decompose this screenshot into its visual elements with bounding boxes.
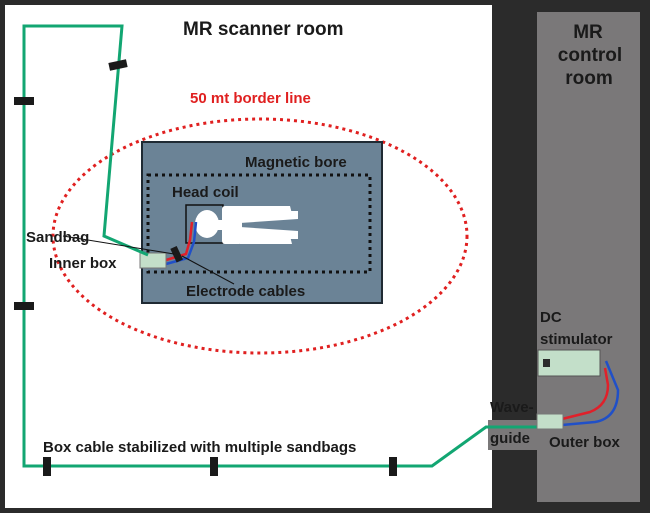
border-line-label: 50 mt border line [190,90,311,107]
control-room-label-1: MR [573,22,603,43]
sandbag-leader [62,235,175,255]
dc-stimulator-label-1: DC [540,309,562,326]
cable-sandbag [14,302,34,310]
electrode-sandbag [170,245,184,263]
outer-box-label: Outer box [549,434,620,451]
electrode-cables-label: Electrode cables [186,283,305,300]
magnetic-bore-block [141,141,383,304]
stimulator-wire-red [561,367,610,421]
outer-box [536,413,564,430]
scanner-room-label: MR scanner room [183,19,343,40]
dc-stimulator-label-2: stimulator [540,331,613,348]
waveguide-label-1: Wave- [490,399,534,416]
bore-tunnel [146,173,372,274]
control-room-label-3: room [565,68,613,89]
head-coil-label: Head coil [172,184,239,201]
cable-sandbag [108,59,128,71]
sandbag-label: Sandbag [26,229,89,246]
box-cable [22,24,537,468]
inner-box-label: Inner box [49,255,117,272]
electrode-cables-leader [181,255,235,285]
stimulator-indicator [543,359,550,367]
cable-sandbag [43,457,51,476]
stimulator-wire-blue [561,360,620,427]
patient-figure [195,206,298,244]
cable-sandbag [14,97,34,105]
box-cable-label: Box cable stabilized with multiple sandb… [43,439,356,456]
cable-sandbag [210,457,218,476]
control-room-label-2: control [558,45,622,66]
waveguide-passage [488,420,540,450]
waveguide-label-2: guide [490,430,530,447]
cable-sandbag [389,457,397,476]
border-line-ellipse [51,117,469,355]
magnetic-bore-label: Magnetic bore [245,154,347,171]
inner-box [139,252,167,269]
